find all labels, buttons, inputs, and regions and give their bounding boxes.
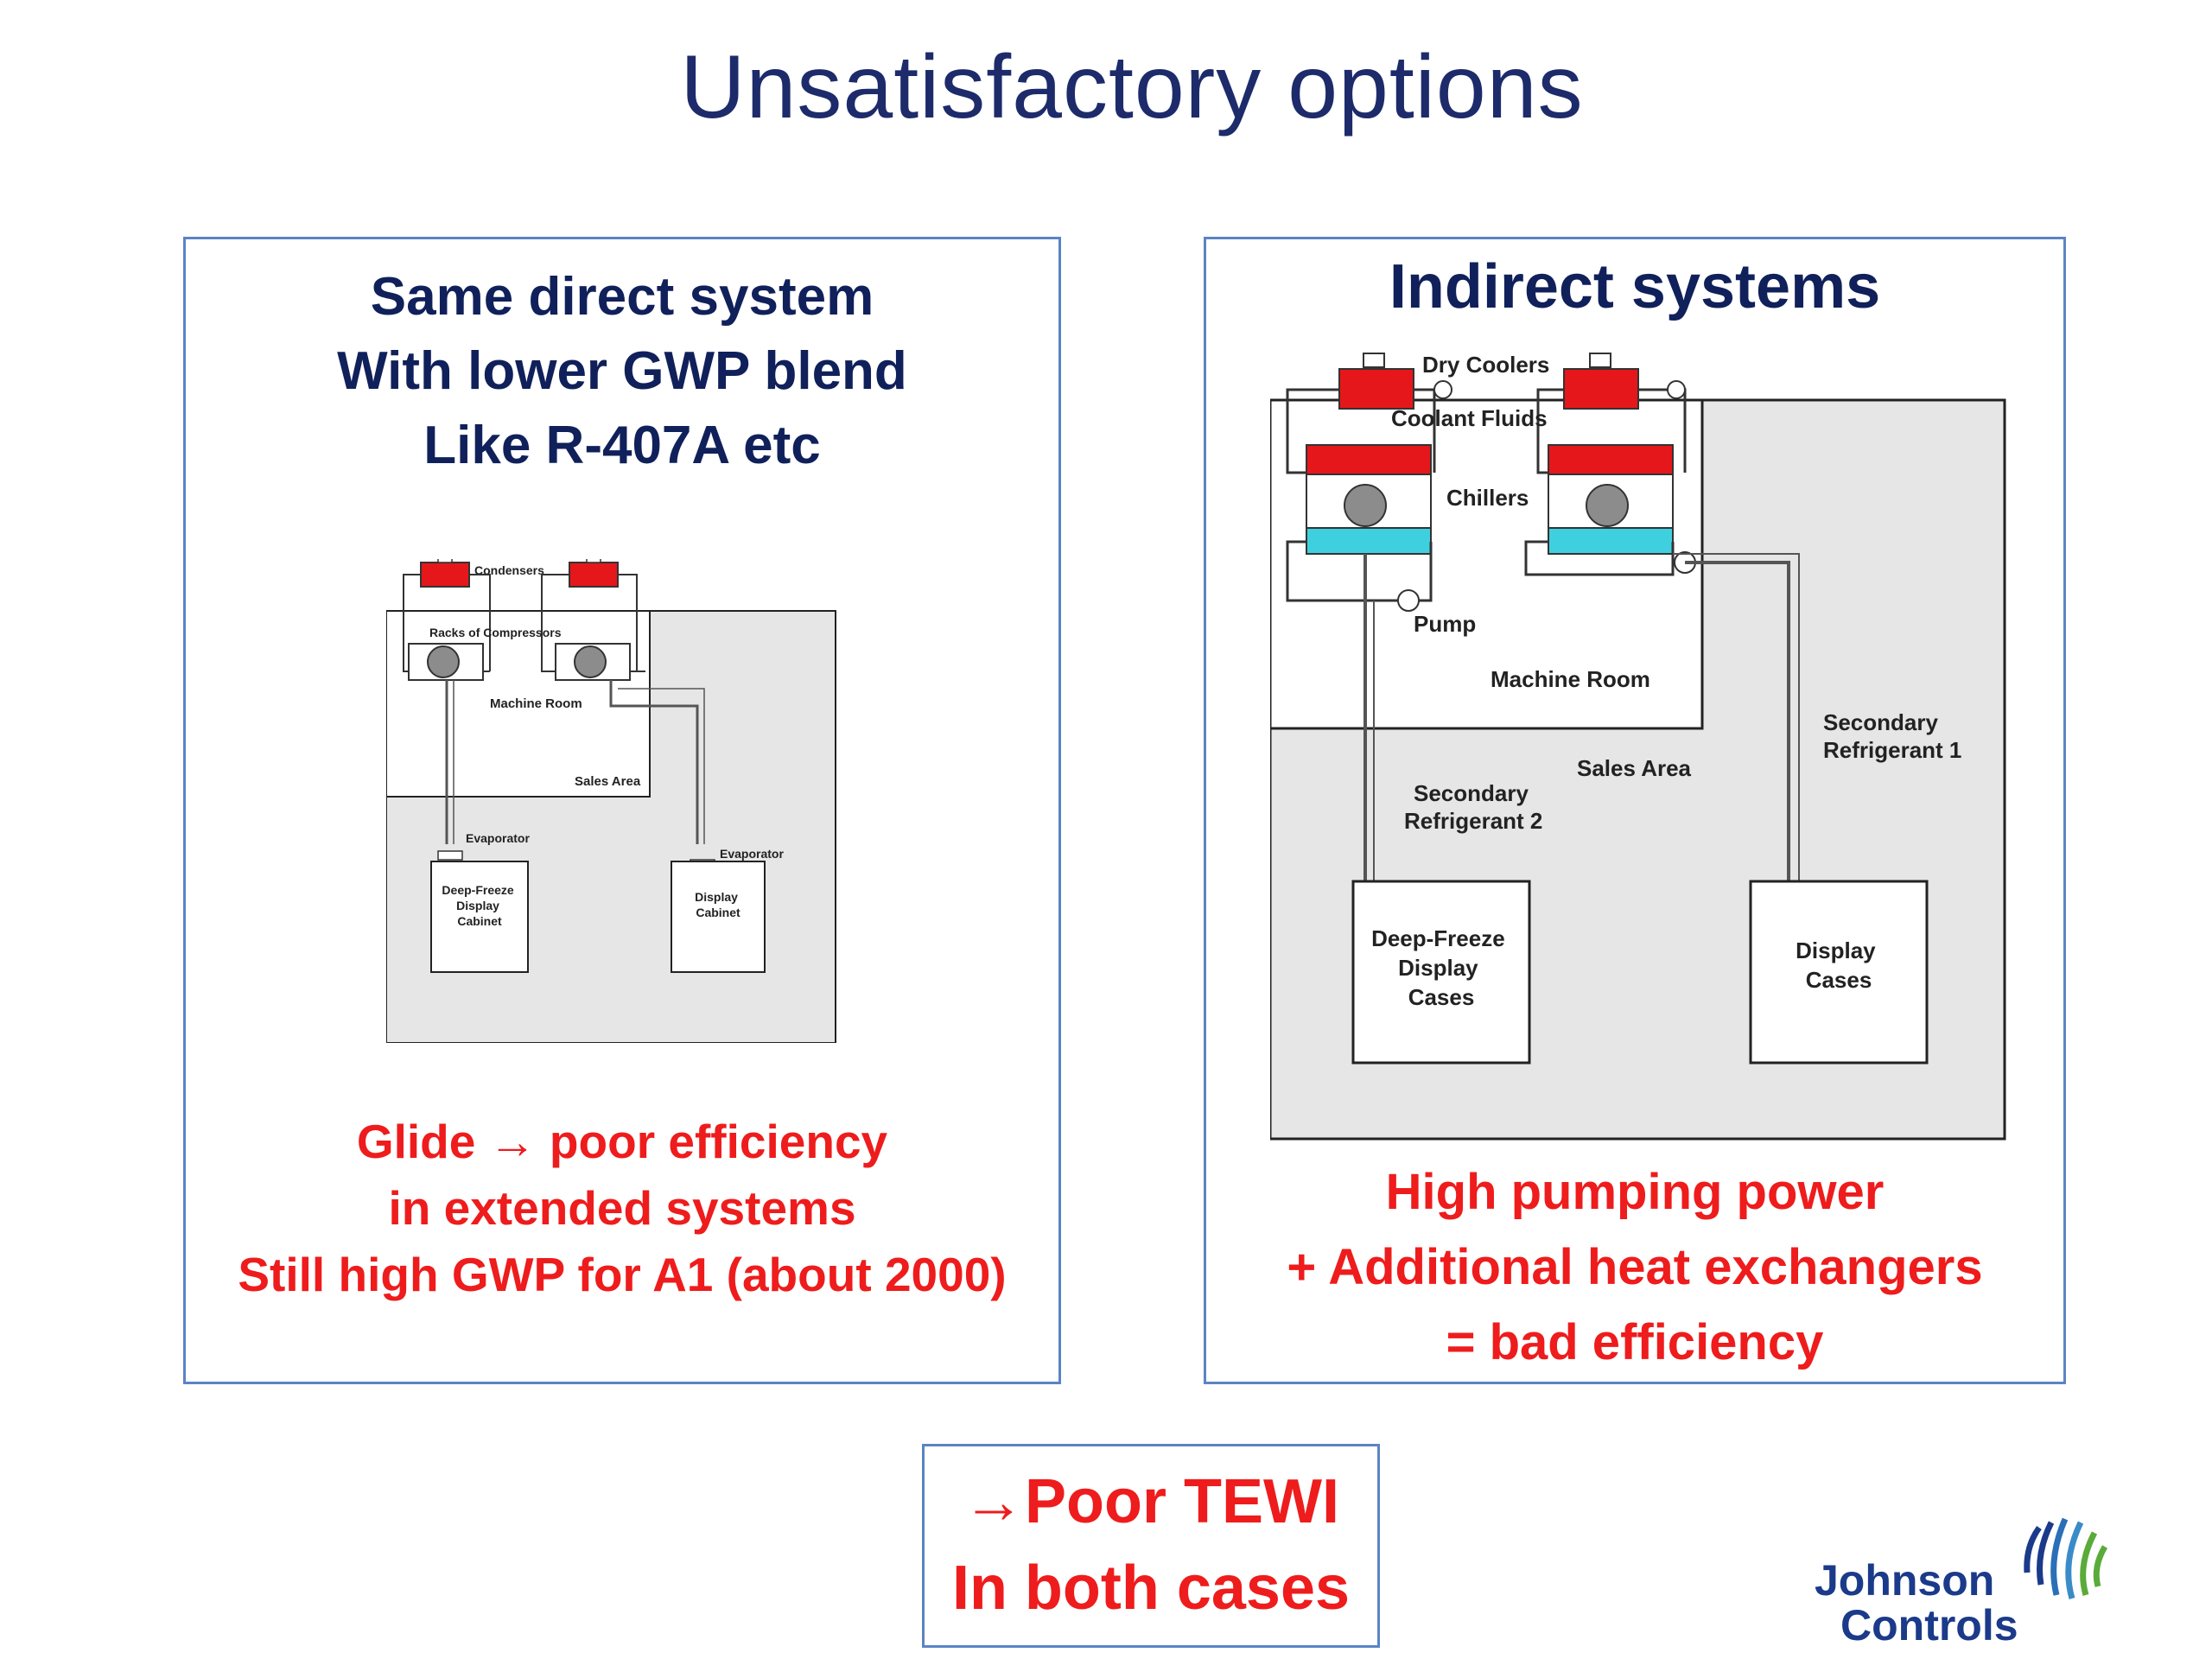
heading-line: Like R-407A etc [423, 416, 821, 475]
indirect-system-conclusion: High pumping power + Additional heat exc… [1206, 1154, 2063, 1380]
compressor-icon [1344, 484, 1387, 527]
svg-text:Deep-Freeze Display: Deep-Freeze Display Cabinet [442, 883, 517, 928]
svg-text:Secondary Refrigerant 2: Secondary Refrigerant 2 [1404, 780, 1542, 834]
conclusion-line: High pumping power [1385, 1164, 1885, 1220]
cabinet-label: Display [695, 890, 738, 904]
pump-icon [1667, 380, 1686, 399]
cabinet-label: Cabinet [457, 914, 502, 928]
conclusion-line: Still high GWP for A1 (about 2000) [238, 1248, 1007, 1301]
svg-text:Display Cases: Display Cases [1796, 938, 1882, 993]
cases-label: Display [1796, 938, 1876, 963]
condenser-unit [569, 562, 619, 588]
indirect-system-diagram: Dry Coolers Coolant Fluids Chillers Pump… [1270, 352, 2006, 1141]
condenser-unit [420, 562, 470, 588]
cases-label: Display [1398, 955, 1478, 981]
logo-word: Johnson [1815, 1556, 1995, 1605]
cases-label: Deep-Freeze [1371, 925, 1505, 951]
display-cases [1749, 880, 1929, 1065]
cases-label: Cases [1806, 967, 1872, 993]
pump-icon [1433, 380, 1452, 399]
pump-label: Pump [1414, 611, 1476, 637]
pump-icon [1397, 589, 1420, 612]
cases-label: Cases [1408, 984, 1475, 1010]
tewi-line: →Poor TEWI [963, 1467, 1339, 1536]
racks-label: Racks of Compressors [429, 626, 562, 639]
svg-text:Deep-Freeze Display: Deep-Freeze Display Cases [1371, 925, 1511, 1010]
logo-mark-icon [2024, 1517, 2108, 1599]
dry-coolers-label: Dry Coolers [1422, 352, 1549, 378]
sales-area-label: Sales Area [575, 774, 641, 789]
secondary-refrigerant-label: Secondary [1823, 709, 1938, 735]
display-cabinet [671, 861, 766, 973]
tewi-line: In both cases [951, 1554, 1351, 1623]
conclusion-line: + Additional heat exchangers [1287, 1239, 1983, 1295]
secondary-refrigerant-label: Secondary [1414, 780, 1529, 806]
svg-text:Display Cabinet: Display Cabinet [695, 890, 741, 919]
dry-cooler-unit [1338, 368, 1414, 410]
johnson-controls-logo: Johnson Controls [1806, 1512, 2117, 1650]
direct-system-heading: Same direct system With lower GWP blend … [186, 260, 1058, 483]
direct-system-conclusion: Glide → poor efficiency in extended syst… [186, 1109, 1058, 1308]
conclusion-line: in extended systems [388, 1181, 856, 1235]
machine-room-label: Machine Room [1491, 666, 1650, 692]
chillers-label: Chillers [1446, 485, 1529, 511]
machine-room-label: Machine Room [490, 696, 582, 711]
conclusion-line: Glide → poor efficiency [356, 1115, 888, 1168]
cabinet-label: Display [456, 899, 499, 912]
svg-text:Secondary Refrigerant 1: Secondary Refrigerant 1 [1823, 709, 1961, 763]
evaporator-label: Evaporator [720, 847, 784, 861]
tewi-conclusion-box: →Poor TEWI In both cases [922, 1444, 1380, 1648]
evaporator-label: Evaporator [466, 831, 530, 845]
secondary-refrigerant-label: Refrigerant 1 [1823, 737, 1961, 763]
sales-area-label: Sales Area [1577, 755, 1692, 781]
conclusion-line: = bad efficiency [1446, 1314, 1824, 1370]
logo-word: Controls [1840, 1601, 2018, 1649]
dry-cooler-unit [1563, 368, 1639, 410]
compressor-icon [574, 645, 607, 678]
cabinet-label: Deep-Freeze [442, 883, 513, 897]
condensers-label: Condensers [474, 563, 544, 577]
direct-system-diagram: Condensers Racks of Compressors Machine … [386, 559, 836, 1043]
direct-system-panel: Same direct system With lower GWP blend … [183, 237, 1061, 1384]
compressor-icon [1586, 484, 1629, 527]
cabinet-label: Cabinet [696, 906, 741, 919]
secondary-refrigerant-label: Refrigerant 2 [1404, 808, 1542, 834]
deep-freeze-cabinet [430, 861, 529, 973]
heading-line: Same direct system [370, 267, 874, 327]
compressor-icon [427, 645, 460, 678]
indirect-system-heading: Indirect systems [1389, 252, 1881, 321]
heading-line: With lower GWP blend [337, 341, 907, 401]
coolant-fluids-label: Coolant Fluids [1391, 405, 1548, 431]
indirect-system-panel: Indirect systems Dry Coolers Coolant Flu… [1204, 237, 2066, 1384]
deep-freeze-display-cases [1351, 880, 1531, 1065]
slide-title: Unsatisfactory options [680, 37, 1584, 137]
